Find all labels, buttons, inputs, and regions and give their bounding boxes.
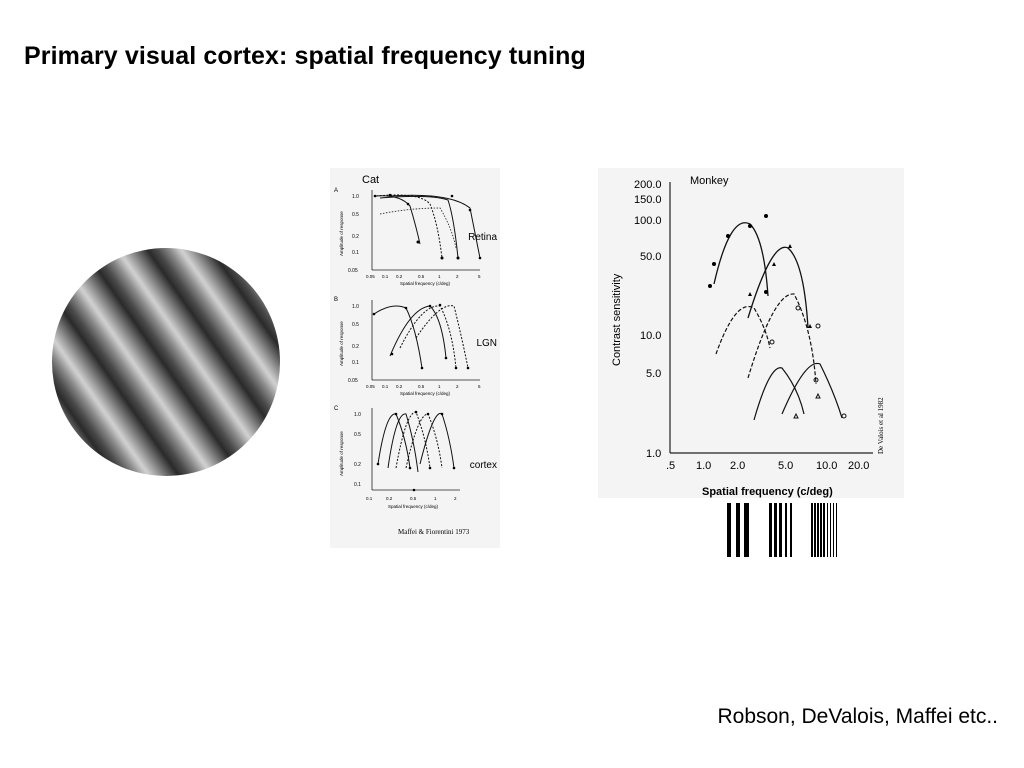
c-ytick-1: 1.0 — [354, 412, 361, 418]
c-ytick-4: 0.1 — [354, 482, 361, 488]
cortex-label: cortex — [470, 460, 497, 471]
m-xtick-6: 20.0 — [848, 460, 869, 472]
a-ytick-4: 0.1 — [352, 250, 359, 256]
panel-letter-c: C — [334, 406, 339, 412]
a-xtick-6: 2 — [456, 274, 459, 279]
bar — [817, 503, 819, 557]
retina-label: Retina — [468, 232, 497, 243]
b-ytick-3: 0.2 — [352, 344, 359, 350]
panel-lgn: B Amplitude of response 1.0 0.5 0.2 0.1 … — [334, 297, 497, 396]
bar — [829, 503, 832, 557]
m-xtick-3: 2.0 — [730, 460, 745, 472]
lgn-label: LGN — [476, 338, 497, 349]
panel-letter-a: A — [334, 188, 338, 194]
b-ytick-4: 0.1 — [352, 360, 359, 366]
m-ytick-5: 10.0 — [640, 330, 661, 342]
panel-retina: A Amplitude of response 1.0 0.5 0.2 0.1 … — [334, 188, 497, 286]
bar — [820, 503, 822, 557]
panel-letter-b: B — [334, 297, 338, 303]
m-xtick-2: 1.0 — [696, 460, 711, 472]
bar — [823, 503, 825, 557]
bar — [735, 503, 740, 557]
monkey-ylabel: Contrast sensitivity — [611, 273, 623, 366]
bar — [727, 503, 732, 557]
medium-frequency-bars — [769, 503, 795, 557]
high-frequency-bars — [811, 503, 839, 557]
m-ytick-7: 1.0 — [646, 448, 661, 460]
bar — [832, 503, 835, 557]
bar — [779, 503, 782, 557]
c-xtick-3: 0.5 — [410, 496, 417, 501]
bar — [769, 503, 772, 557]
panel-a-ylabel: Amplitude of response — [339, 211, 344, 256]
cat-tuning-figure: Cat A Amplitude of response 1.0 0.5 0.2 … — [330, 168, 500, 548]
m-ytick-4: 50.0 — [640, 251, 661, 263]
a-xtick-4: 0.5 — [418, 274, 425, 279]
bar — [789, 503, 793, 557]
monkey-tuning-figure: Monkey 200.0 150.0 100.0 50.0 10.0 5.0 1… — [598, 168, 904, 498]
a-xtick-5: 1 — [438, 274, 441, 279]
b-ytick-1: 1.0 — [352, 304, 359, 310]
c-xtick-4: 1 — [434, 496, 437, 501]
bar — [826, 503, 829, 557]
b-xtick-2: 0.1 — [382, 384, 389, 389]
slide-title: Primary visual cortex: spatial frequency… — [24, 42, 586, 70]
panel-b-ylabel: Amplitude of response — [339, 321, 344, 366]
monkey-citation: De Valois et al 1982 — [877, 397, 885, 454]
cat-citation: Maffei & Fiorentini 1973 — [398, 528, 470, 536]
bar — [814, 503, 816, 557]
monkey-xlabel: Spatial frequency (c/deg) — [702, 486, 833, 498]
b-xtick-4: 0.5 — [418, 384, 425, 389]
a-xtick-3: 0.2 — [396, 274, 403, 279]
m-ytick-1: 200.0 — [634, 179, 662, 191]
bar — [835, 503, 838, 557]
a-xtick-1: 0.05 — [366, 274, 375, 279]
a-xtick-2: 0.1 — [382, 274, 389, 279]
bar — [774, 503, 777, 557]
b-ytick-2: 0.5 — [352, 322, 359, 328]
bar — [784, 503, 788, 557]
m-ytick-3: 100.0 — [634, 215, 662, 227]
sinusoidal-grating-image — [52, 248, 280, 476]
c-xtick-5: 2 — [454, 496, 457, 501]
credit-line: Robson, DeValois, Maffei etc.. — [717, 705, 998, 728]
a-ytick-2: 0.5 — [352, 212, 359, 218]
monkey-figure-title: Monkey — [690, 175, 729, 187]
c-ytick-2: 0.5 — [354, 432, 361, 438]
cat-figure-title: Cat — [362, 174, 379, 186]
bar — [811, 503, 813, 557]
a-ytick-5: 0.05 — [348, 268, 358, 274]
m-xtick-1: .5 — [666, 460, 675, 472]
b-xtick-7: 5 — [478, 384, 481, 389]
b-xtick-1: 0.05 — [366, 384, 375, 389]
m-xtick-5: 10.0 — [816, 460, 837, 472]
c-xtick-1: 0.1 — [366, 496, 373, 501]
b-xtick-3: 0.2 — [396, 384, 403, 389]
low-frequency-bars — [727, 503, 753, 557]
a-ytick-1: 1.0 — [352, 194, 359, 200]
m-ytick-6: 5.0 — [646, 368, 661, 380]
m-xtick-4: 5.0 — [778, 460, 793, 472]
m-ytick-2: 150.0 — [634, 194, 662, 206]
panel-cortex: C Amplitude of response 1.0 0.5 0.2 0.1 … — [334, 406, 497, 509]
b-ytick-5: 0.05 — [348, 378, 358, 384]
a-ytick-3: 0.2 — [352, 234, 359, 240]
c-xtick-2: 0.2 — [386, 496, 393, 501]
bar — [744, 503, 749, 557]
c-xlabel: Spatial frequency (c/deg) — [388, 504, 439, 509]
b-xtick-5: 1 — [438, 384, 441, 389]
b-xtick-6: 2 — [456, 384, 459, 389]
a-xtick-7: 5 — [478, 274, 481, 279]
a-xlabel: Spatial frequency (c/deg) — [400, 281, 451, 286]
panel-c-ylabel: Amplitude of response — [339, 431, 344, 476]
spatial-frequency-bar-patches — [727, 503, 843, 557]
b-xlabel: Spatial frequency (c/deg) — [400, 391, 451, 396]
c-ytick-3: 0.2 — [354, 462, 361, 468]
